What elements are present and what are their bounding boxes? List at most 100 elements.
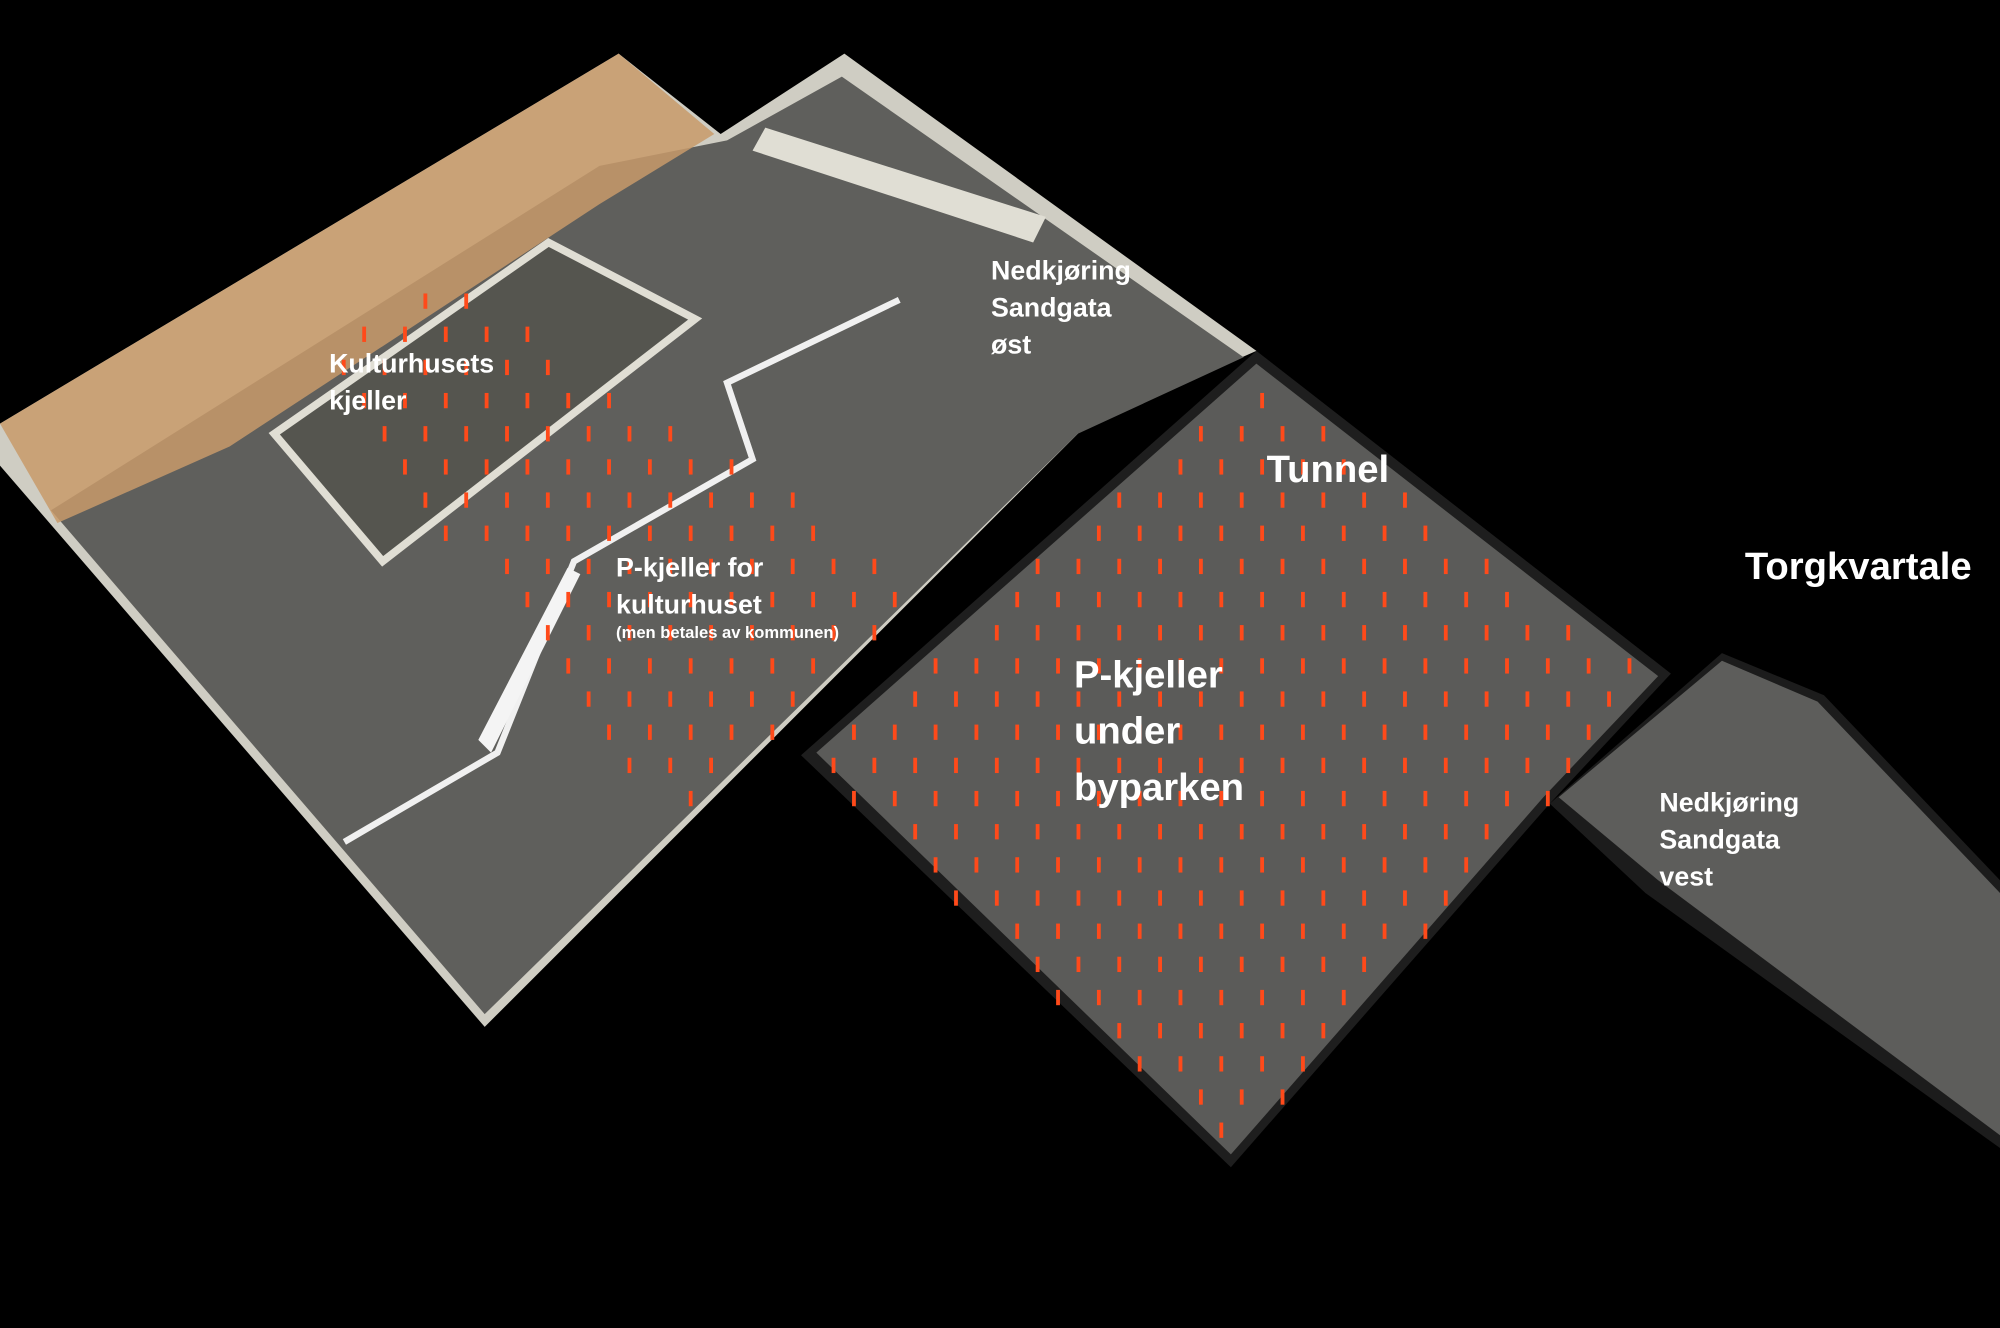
column: [1403, 691, 1407, 707]
column: [525, 591, 530, 608]
column: [1158, 492, 1162, 508]
column: [1280, 956, 1285, 973]
column: [464, 492, 469, 508]
column: [1545, 724, 1550, 740]
column: [464, 426, 469, 442]
column: [566, 459, 571, 475]
column: [1382, 857, 1387, 873]
column: [1096, 724, 1101, 740]
column: [1505, 724, 1509, 740]
column: [1525, 691, 1530, 707]
column: [1423, 857, 1428, 873]
column: [1219, 724, 1224, 740]
column: [1260, 525, 1265, 541]
column: [1076, 956, 1081, 973]
label-pkjeller-note: (men betales av kommunen): [616, 623, 839, 642]
column: [790, 625, 795, 641]
column: [647, 724, 652, 740]
column: [1362, 757, 1367, 774]
column: [1341, 923, 1346, 939]
column: [974, 857, 979, 873]
column: [1198, 625, 1203, 641]
column: [566, 591, 571, 608]
column: [1301, 989, 1305, 1006]
column: [1015, 857, 1020, 873]
column: [1239, 890, 1244, 906]
column: [1219, 1122, 1224, 1138]
column: [1525, 757, 1530, 774]
column: [1545, 790, 1550, 807]
column: [1178, 1056, 1183, 1072]
column: [525, 459, 530, 475]
label-pkjeller-kult-2: kulturhuset: [616, 590, 762, 620]
column: [770, 525, 775, 541]
label-kulturhus-1: Kulturhusets: [329, 349, 494, 379]
column: [1280, 558, 1285, 575]
column: [464, 293, 469, 309]
column: [750, 625, 754, 641]
column: [811, 525, 816, 541]
tunnel-west-slab: [1549, 653, 2000, 1149]
column: [1260, 923, 1265, 939]
column: [688, 790, 693, 807]
column: [1158, 890, 1162, 906]
column: [1219, 658, 1224, 674]
column: [1464, 857, 1469, 873]
column: [1198, 1023, 1203, 1039]
column: [1423, 591, 1428, 608]
column: [505, 359, 509, 376]
column: [1362, 890, 1367, 906]
column: [341, 359, 346, 376]
column: [1219, 923, 1224, 939]
column: [954, 757, 958, 774]
column: [403, 392, 407, 409]
column: [1076, 691, 1081, 707]
label-tunnel: Tunnel: [1267, 448, 1390, 491]
label-vest-1: Nedkjøring: [1659, 787, 1799, 817]
column: [1362, 625, 1367, 641]
column: [1362, 492, 1367, 508]
column: [1260, 591, 1265, 608]
column: [647, 591, 652, 608]
column: [1035, 625, 1040, 641]
column: [1301, 658, 1305, 674]
column: [607, 658, 611, 674]
column: [1301, 459, 1305, 475]
column: [1056, 989, 1060, 1006]
column: [403, 459, 407, 475]
column: [1158, 824, 1162, 840]
column: [627, 691, 632, 707]
column: [729, 591, 734, 608]
column: [1158, 956, 1162, 973]
label-byparken-1: P-kjeller: [1074, 654, 1223, 697]
column: [1362, 824, 1367, 840]
column: [1362, 558, 1367, 575]
column: [1158, 757, 1162, 774]
label-pkjeller-kult-1: P-kjeller for: [616, 553, 764, 583]
column: [1035, 691, 1040, 707]
column: [1403, 625, 1407, 641]
column: [627, 426, 632, 442]
column: [688, 724, 693, 740]
column: [770, 591, 775, 608]
column: [1096, 790, 1101, 807]
column: [709, 757, 714, 774]
column: [1301, 1056, 1305, 1072]
column: [974, 658, 979, 674]
column: [1280, 1023, 1285, 1039]
column: [607, 392, 611, 409]
column: [1423, 724, 1428, 740]
column: [1076, 824, 1081, 840]
column: [994, 824, 999, 840]
column: [1362, 956, 1367, 973]
column: [729, 658, 734, 674]
column: [1015, 923, 1020, 939]
column: [586, 426, 591, 442]
label-kulturhus-2: kjeller: [329, 386, 407, 416]
column: [811, 591, 816, 608]
column: [505, 558, 509, 575]
column: [1464, 790, 1469, 807]
column: [1198, 426, 1203, 442]
column: [994, 691, 999, 707]
